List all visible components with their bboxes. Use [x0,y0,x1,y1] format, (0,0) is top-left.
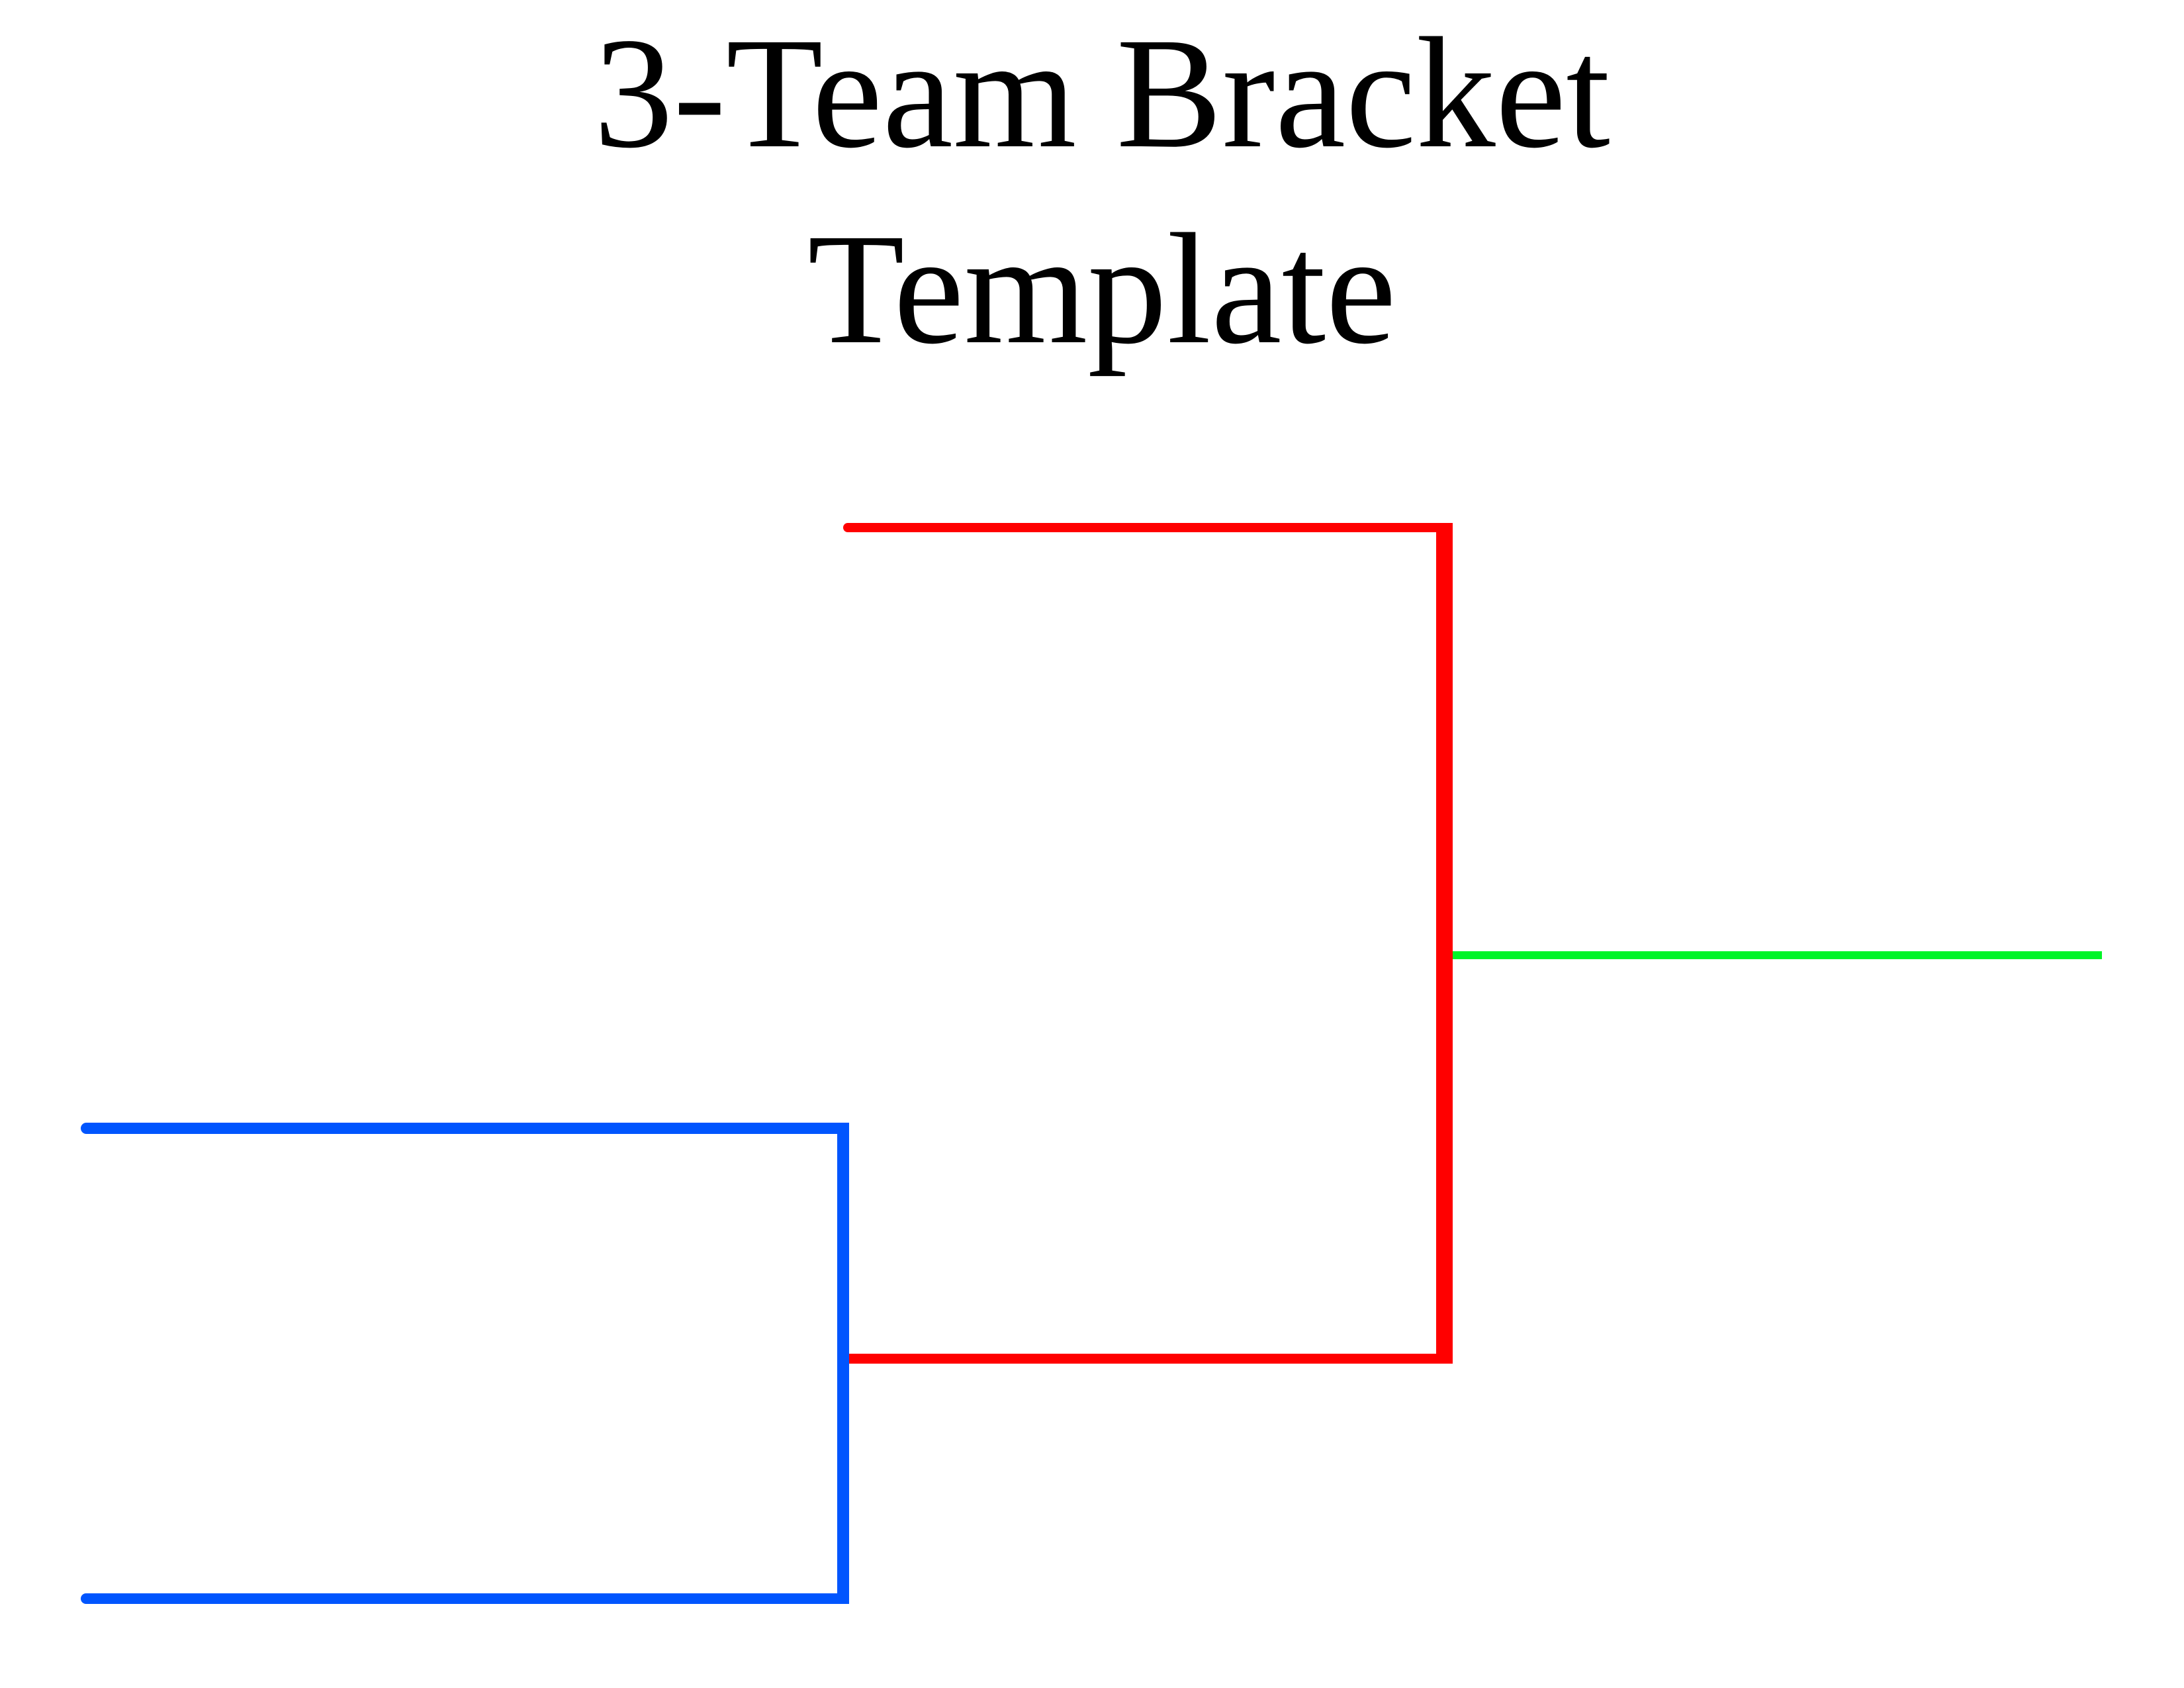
final-connector-line [1436,523,1453,1364]
final-round1-winner-line [849,1354,1436,1364]
round1-team1-line [81,1123,849,1134]
page-title-line-2: Template [807,201,1396,377]
round1-connector-line [837,1123,849,1604]
champion-line [1453,951,2102,959]
page-title: 3-Team Bracket Template [10,0,2184,387]
round1-team2-line [81,1593,849,1604]
final-bye-team-line [843,523,1453,532]
page-title-line-1: 3-Team Bracket [594,5,1610,181]
